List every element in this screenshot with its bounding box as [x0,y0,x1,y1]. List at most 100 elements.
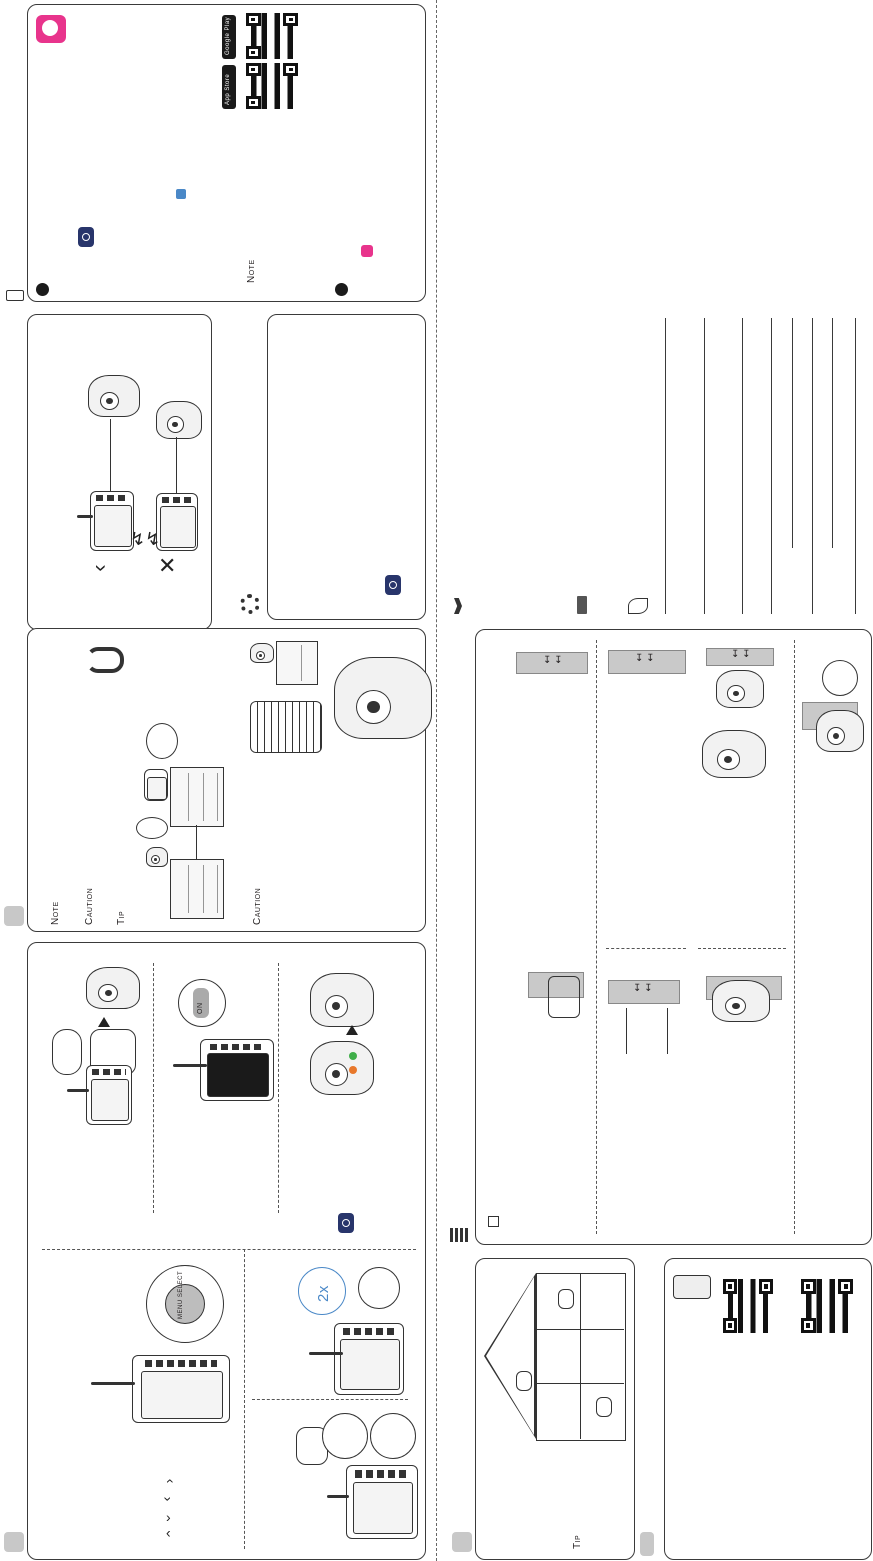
mount-divider-1 [596,640,597,1234]
crib-illustration [250,701,322,753]
house-parent-unit-2 [516,1371,532,1391]
qr-panel [664,1258,872,1560]
orange-led [349,1066,357,1074]
table-line-7 [832,318,833,548]
parent-unit-on-drawer [144,769,168,801]
tip-heading-1: Tip [116,910,127,925]
tablet-icon [673,1275,711,1299]
range-icon [452,1532,472,1552]
mount-camera-3 [816,710,864,752]
arrow-up-icon-2 [346,1025,358,1035]
divider-4 [244,1249,245,1549]
chevron-up-icon: › [160,1478,177,1484]
navigation-pad-zoom[interactable]: MENU SELECT [146,1265,224,1343]
app-icon [36,15,66,43]
qr-code-1[interactable] [723,1279,773,1333]
green-led [349,1052,357,1060]
range-line-2 [176,437,178,493]
volume-bubble [296,1427,328,1465]
baby-unit-on-drawer [146,847,168,867]
drill-illustration [548,976,580,1018]
note-heading-2: Note [50,901,61,925]
manual-icon [577,596,587,614]
arrow-up-icon-1 [98,1017,110,1027]
drawer-top-right [276,641,318,685]
zoom-parent-unit [309,1323,404,1395]
range-panel: › ↯↯ ✕ [27,314,212,630]
placement-panel: Note Caution Tip Caution [27,628,432,932]
on-switch-zoom[interactable]: ON [178,979,226,1027]
fold-line [436,0,437,1561]
drawer-middle [170,767,224,827]
qr-code-google-play[interactable] [246,13,298,59]
wall-strip-5: ↧ ↧ [608,980,680,1004]
hook-icon [86,647,124,673]
caution-heading-1: Caution [84,887,95,925]
power-parent-unit [173,1039,274,1101]
chevron-left-icon: › [166,1527,171,1543]
divider-3 [42,1249,416,1250]
mount-divider-4 [698,948,786,949]
chevron-down-icon: › [160,1496,177,1502]
crib-camera [250,643,274,663]
tip-heading-2: Tip [572,1534,583,1549]
mount-camera-2 [702,730,766,778]
zoom-button-zoom[interactable] [358,1267,400,1309]
note-heading-1: Note [246,259,257,283]
screw-illustration [626,1008,668,1054]
drawer-bottom [170,859,224,919]
baby-face-bubble [146,723,178,759]
screw-zoom [822,660,858,696]
baby-unit-camera-2 [156,401,202,439]
wall-strip-1: ↧ ↧ [516,652,588,674]
parent-unit-corner-icon [4,1532,24,1552]
table-line-2 [704,318,705,614]
qr-code-app-store[interactable] [246,63,298,109]
table-line-3 [742,318,743,614]
speech-bubble [136,817,168,839]
parent-unit-2 [156,493,198,551]
house-parent-unit-3 [596,1397,612,1417]
wall-strip-3: ↧ ↧ [706,648,774,666]
led-camera-on [310,1041,374,1095]
mount-camera-1 [716,670,764,708]
google-play-icon: Google Play [222,15,236,59]
parent-unit-icon [4,906,24,926]
step-dot-left [36,283,49,296]
zoom-2x-indicator: 2x [298,1267,346,1315]
settings-icon-2 [385,575,401,595]
volume-button-zoom[interactable] [370,1413,416,1459]
house-parent-unit-1 [558,1289,574,1309]
wrench-icon [628,598,648,614]
caution-heading-2: Caution [252,887,263,925]
table-line-6 [812,318,813,614]
pairing-camera [86,967,140,1009]
table-line-5 [792,318,793,548]
chevron-icon [454,598,462,614]
volume-parent-unit [327,1465,418,1539]
note-icon-small [488,1216,499,1227]
house-panel: Tip [475,1258,635,1560]
app-store-icon: App Store [222,65,236,109]
settings-panel [267,314,426,620]
wall-mount-panel: ↧ ↧ ↧ ↧ ↧ ↧ ↧ ↧ [475,629,872,1245]
signal-icon: ↯↯ [130,529,161,549]
qr-code-2[interactable] [801,1279,853,1333]
app-download-panel: Google Play App Store Note [27,4,426,302]
mount-camera-4 [712,980,770,1022]
table-line-1 [665,318,666,614]
parent-unit-1 [77,491,134,551]
divider-1 [153,963,154,1213]
divider-5 [252,1399,408,1400]
pair-button-zoom[interactable] [52,1029,82,1075]
large-camera [334,657,432,739]
mount-divider-2 [794,640,795,1234]
menu-icon [338,1213,354,1233]
app-icon-small [361,245,373,257]
range-line-1 [110,419,112,491]
nav-parent-unit [91,1355,230,1423]
battery-icon [6,290,24,301]
gear-icon [240,594,260,614]
distance-line [196,825,198,859]
divider-2 [278,963,279,1213]
